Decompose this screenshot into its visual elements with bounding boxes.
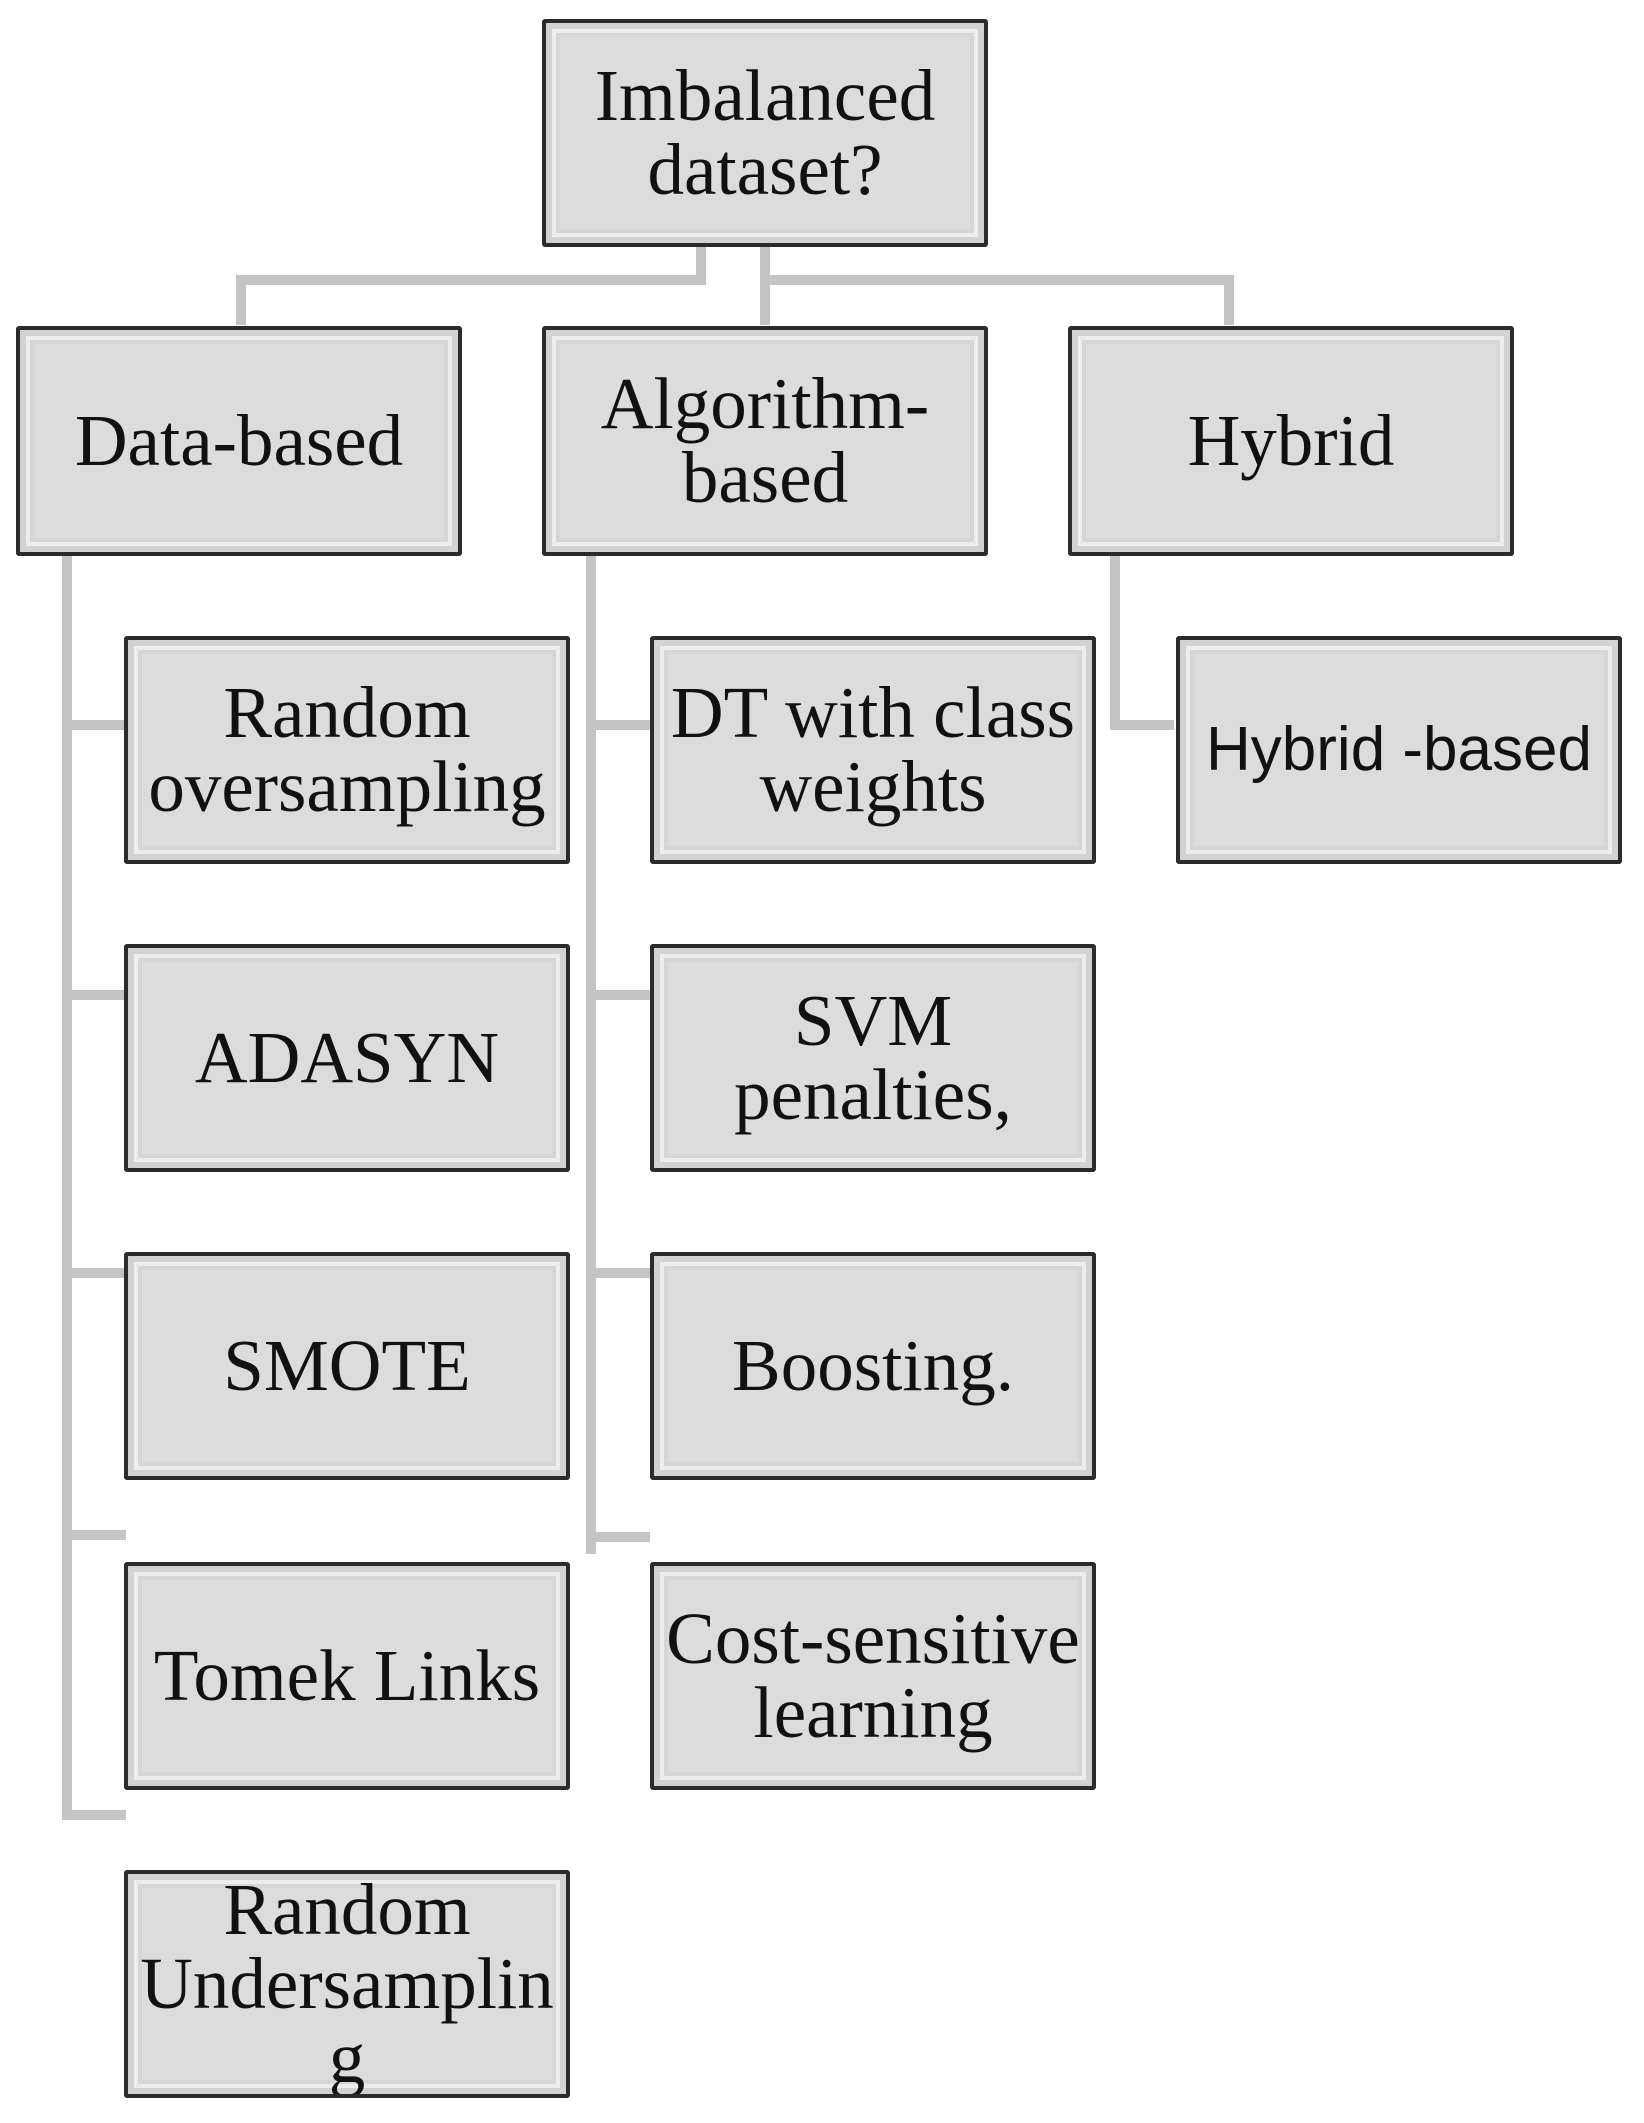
connector-data-child-3: [62, 1268, 126, 1278]
leaf-label-hybrid-based: Hybrid -based: [1206, 715, 1592, 784]
leaf-label-boosting: Boosting.: [732, 1325, 1014, 1406]
connector-root-center-stem: [760, 245, 770, 325]
leaf-node-hybrid-based: Hybrid -based: [1176, 636, 1622, 864]
connector-hybrid-spine: [1110, 554, 1120, 730]
connector-hybrid-child-1: [1110, 720, 1174, 730]
leaf-label-tomek-links: Tomek Links: [153, 1635, 541, 1716]
leaf-node-adasyn: ADASYN: [124, 944, 570, 1172]
root-node: Imbalanced dataset?: [542, 19, 988, 247]
connector-data-child-4: [62, 1530, 126, 1540]
connector-algorithm-child-3: [586, 1268, 650, 1278]
connector-to-hybrid: [1224, 275, 1234, 325]
category-label-data-based: Data-based: [74, 400, 404, 481]
leaf-node-svm-penalties: SVM penalties,: [650, 944, 1096, 1172]
connector-algorithm-child-4: [586, 1532, 650, 1542]
leaf-label-dt-with-class-weights: DT with class weights: [670, 672, 1076, 827]
connector-data-child-2: [62, 990, 126, 1000]
leaf-node-cost-sensitive-learning: Cost-sensitive learning: [650, 1562, 1096, 1790]
connector-data-child-1: [62, 720, 126, 730]
leaf-node-random-oversampling: Random oversampling: [124, 636, 570, 864]
connector-algorithm-child-2: [586, 990, 650, 1000]
leaf-label-svm-penalties: SVM penalties,: [734, 980, 1012, 1135]
category-node-algorithm-based: Algorithm- based: [542, 326, 988, 556]
leaf-label-random-undersampling: Random Undersamplin g: [140, 1870, 554, 2098]
leaf-node-random-undersampling: Random Undersamplin g: [124, 1870, 570, 2098]
category-node-data-based: Data-based: [16, 326, 462, 556]
leaf-label-random-oversampling: Random oversampling: [148, 672, 546, 827]
connector-root-bar-left: [236, 275, 706, 285]
leaf-node-tomek-links: Tomek Links: [124, 1562, 570, 1790]
leaf-label-adasyn: ADASYN: [194, 1017, 500, 1098]
leaf-label-cost-sensitive-learning: Cost-sensitive learning: [666, 1598, 1080, 1753]
leaf-node-smote: SMOTE: [124, 1252, 570, 1480]
connector-algorithm-based-spine: [586, 554, 596, 1554]
connector-algorithm-child-1: [586, 720, 650, 730]
leaf-node-dt-with-class-weights: DT with class weights: [650, 636, 1096, 864]
leaf-label-smote: SMOTE: [223, 1325, 471, 1406]
connector-data-based-spine: [62, 554, 72, 1820]
category-label-algorithm-based: Algorithm- based: [600, 363, 930, 518]
root-node-label: Imbalanced dataset?: [594, 55, 936, 210]
connector-data-child-5: [62, 1810, 126, 1820]
category-node-hybrid: Hybrid: [1068, 326, 1514, 556]
leaf-node-boosting: Boosting.: [650, 1252, 1096, 1480]
connector-root-left-drop: [696, 245, 706, 285]
connector-to-data-based: [236, 275, 246, 325]
category-label-hybrid: Hybrid: [1187, 400, 1395, 481]
connector-root-bar-right: [760, 275, 1234, 285]
